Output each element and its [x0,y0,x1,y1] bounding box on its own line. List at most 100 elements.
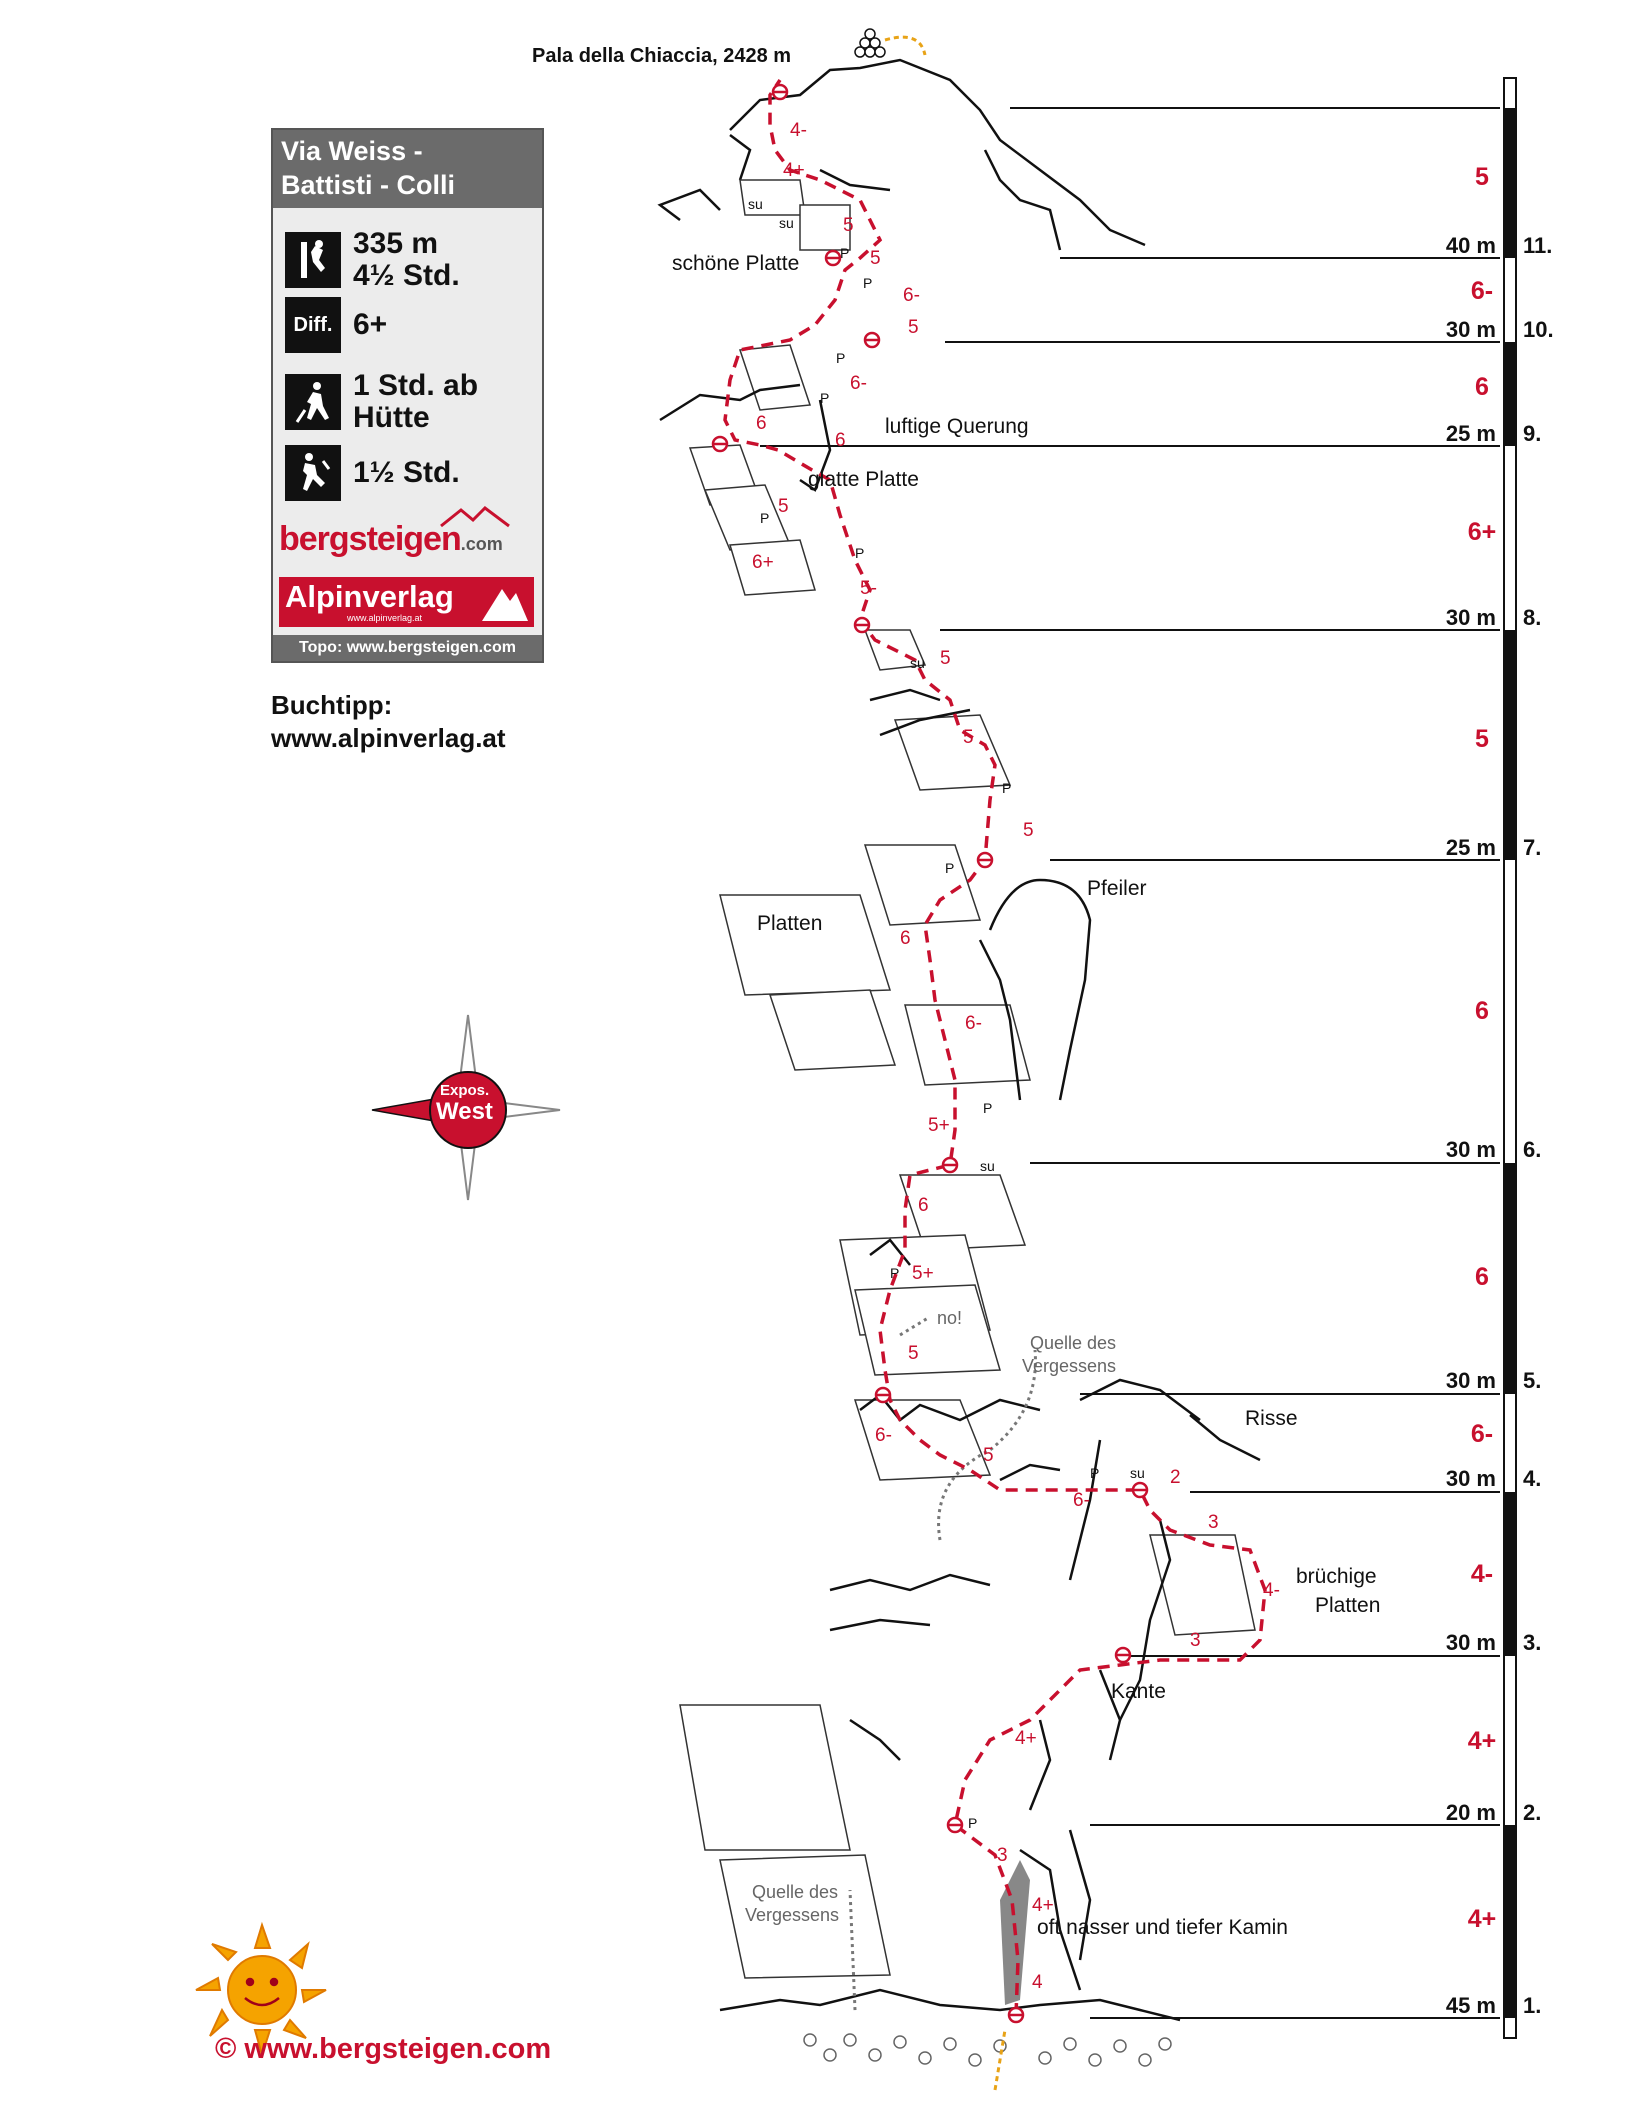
brand-suffix: .com [460,534,503,554]
route-grade: 5+ [912,1263,934,1284]
info-length-row: 335 m 4½ Std. [285,228,460,292]
sun-face [244,1977,280,2007]
route-grade: 4+ [1015,1728,1037,1749]
mountain-logo-icon [440,506,510,528]
book-tip-url[interactable]: www.alpinverlag.at [271,723,506,753]
label-bruechige-1: brüchige [1296,1565,1377,1588]
label-kamin: oft nasser und tiefer Kamin [1037,1916,1288,1939]
pitch-length-5: 30 m [1445,1368,1496,1393]
info-difficulty-row: Diff. 6+ [285,297,387,353]
route-title: Via Weiss - Battisti - Colli [273,130,542,208]
label-quelle-top-2: Vergessens [1022,1356,1117,1376]
piton-mark: P [820,390,830,406]
approach-time: 1 Std. ab [353,369,479,402]
route-grade: 2 [1170,1467,1181,1488]
piton-mark: P [945,860,955,876]
pitch-length-1: 45 m [1445,1993,1496,2018]
route-grade: 3 [1208,1512,1219,1533]
route-grade: 5- [860,578,877,599]
route-grade: 5 [908,317,919,338]
route-grade: 4+ [1032,1895,1054,1916]
difficulty-badge: Diff. [285,297,341,353]
pitch-number-5: 5. [1523,1368,1542,1393]
pitch-grade-3: 4- [1470,1560,1494,1588]
climber-icon [285,232,341,288]
alpinverlag-logo: Alpinverlag www.alpinverlag.at [279,577,534,627]
book-tip-heading: Buchtipp: [271,690,393,720]
su-mark: su [910,655,925,671]
route-title-line1: Via Weiss - [281,136,423,166]
label-glatte-platte: glatte Platte [808,468,919,491]
pitch-length-10: 30 m [1445,317,1496,342]
summit-label: Pala della Chiaccia, 2428 m [532,45,792,67]
piton-mark: P [968,1815,978,1831]
label-schoene-platte: schöne Platte [672,252,800,275]
pitch-grade-1: 4+ [1467,1905,1497,1933]
label-platten: Platten [757,912,823,935]
route-grade: 6 [835,430,846,451]
route-grade: 3 [997,1845,1008,1866]
label-bruechige-2: Platten [1315,1594,1381,1617]
route-grade: 5 [1023,820,1034,841]
route-grade: 6- [1073,1490,1090,1511]
publisher-url: www.alpinverlag.at [347,613,423,623]
su-mark: su [980,1158,995,1174]
hiker-descent-icon [285,445,341,501]
label-risse: Risse [1245,1407,1298,1430]
piton-mark: P [890,1265,900,1281]
compass-label-expos: Expos. [440,1082,490,1099]
route-grade: 4 [1032,1972,1043,1993]
scree-blocks [803,2033,1172,2067]
spring-path-bottom [848,1889,857,2011]
pitch-length-2: 20 m [1445,1800,1496,1825]
alpinverlag-mountain-icon [482,589,528,621]
descent-time: 1½ Std. [353,456,460,489]
route-grade: 6- [850,373,867,394]
piton-mark: P [1090,1465,1100,1481]
pitch-number-6: 6. [1523,1137,1542,1162]
pitch-grade-8: 6+ [1467,518,1497,546]
route-grade: 6 [900,928,911,949]
pitch-number-11: 11. [1523,233,1553,258]
route-grade: 4- [790,120,807,141]
route-info-box: Via Weiss - Battisti - Colli 335 m 4½ St… [271,128,544,663]
label-luftige-querung: luftige Querung [885,415,1029,438]
piton-mark: P [863,275,873,291]
brand-main: bergsteigen [279,520,462,558]
label-no: no! [937,1308,963,1328]
approach-arrow-bottom [993,2029,1007,2091]
pitch-number-9: 9. [1523,421,1542,446]
pitch-grade-5: 6 [1475,1263,1489,1291]
route-grade: 5+ [928,1115,950,1136]
piton-mark: P [855,545,865,561]
no-arrow [899,1316,929,1337]
summit-arrow [884,35,927,56]
approach-from: Hütte [353,401,430,434]
route-length: 335 m [353,227,439,260]
route-grade: 6- [965,1013,982,1034]
pitch-number-7: 7. [1523,835,1542,860]
pitch-length-4: 30 m [1445,1466,1496,1491]
su-mark: su [1130,1465,1145,1481]
pitch-grade-11: 5 [1475,163,1489,191]
label-quelle-bottom-2: Vergessens [745,1905,840,1925]
info-descent-row: 1½ Std. [285,445,460,501]
piton-mark: P [1002,780,1012,796]
route-grade: 5 [908,1343,919,1364]
label-pfeiler: Pfeiler [1087,877,1147,900]
compass-label-west: West [436,1098,493,1125]
pitch-grade-9: 6 [1475,373,1489,401]
pitch-number-8: 8. [1523,605,1542,630]
pitch-grade-6: 6 [1475,997,1489,1025]
piton-mark: P [760,510,770,526]
route-grade: 6- [875,1425,892,1446]
info-approach-row: 1 Std. ab Hütte [285,370,478,434]
pitch-number-10: 10. [1523,317,1554,342]
sun-logo [195,1921,327,2059]
route-grade: 5 [963,727,974,748]
label-quelle-top-1: Quelle des [1030,1333,1117,1353]
label-kante: Kante [1111,1680,1166,1703]
route-grade: 6 [918,1195,929,1216]
su-mark: su [779,215,794,231]
